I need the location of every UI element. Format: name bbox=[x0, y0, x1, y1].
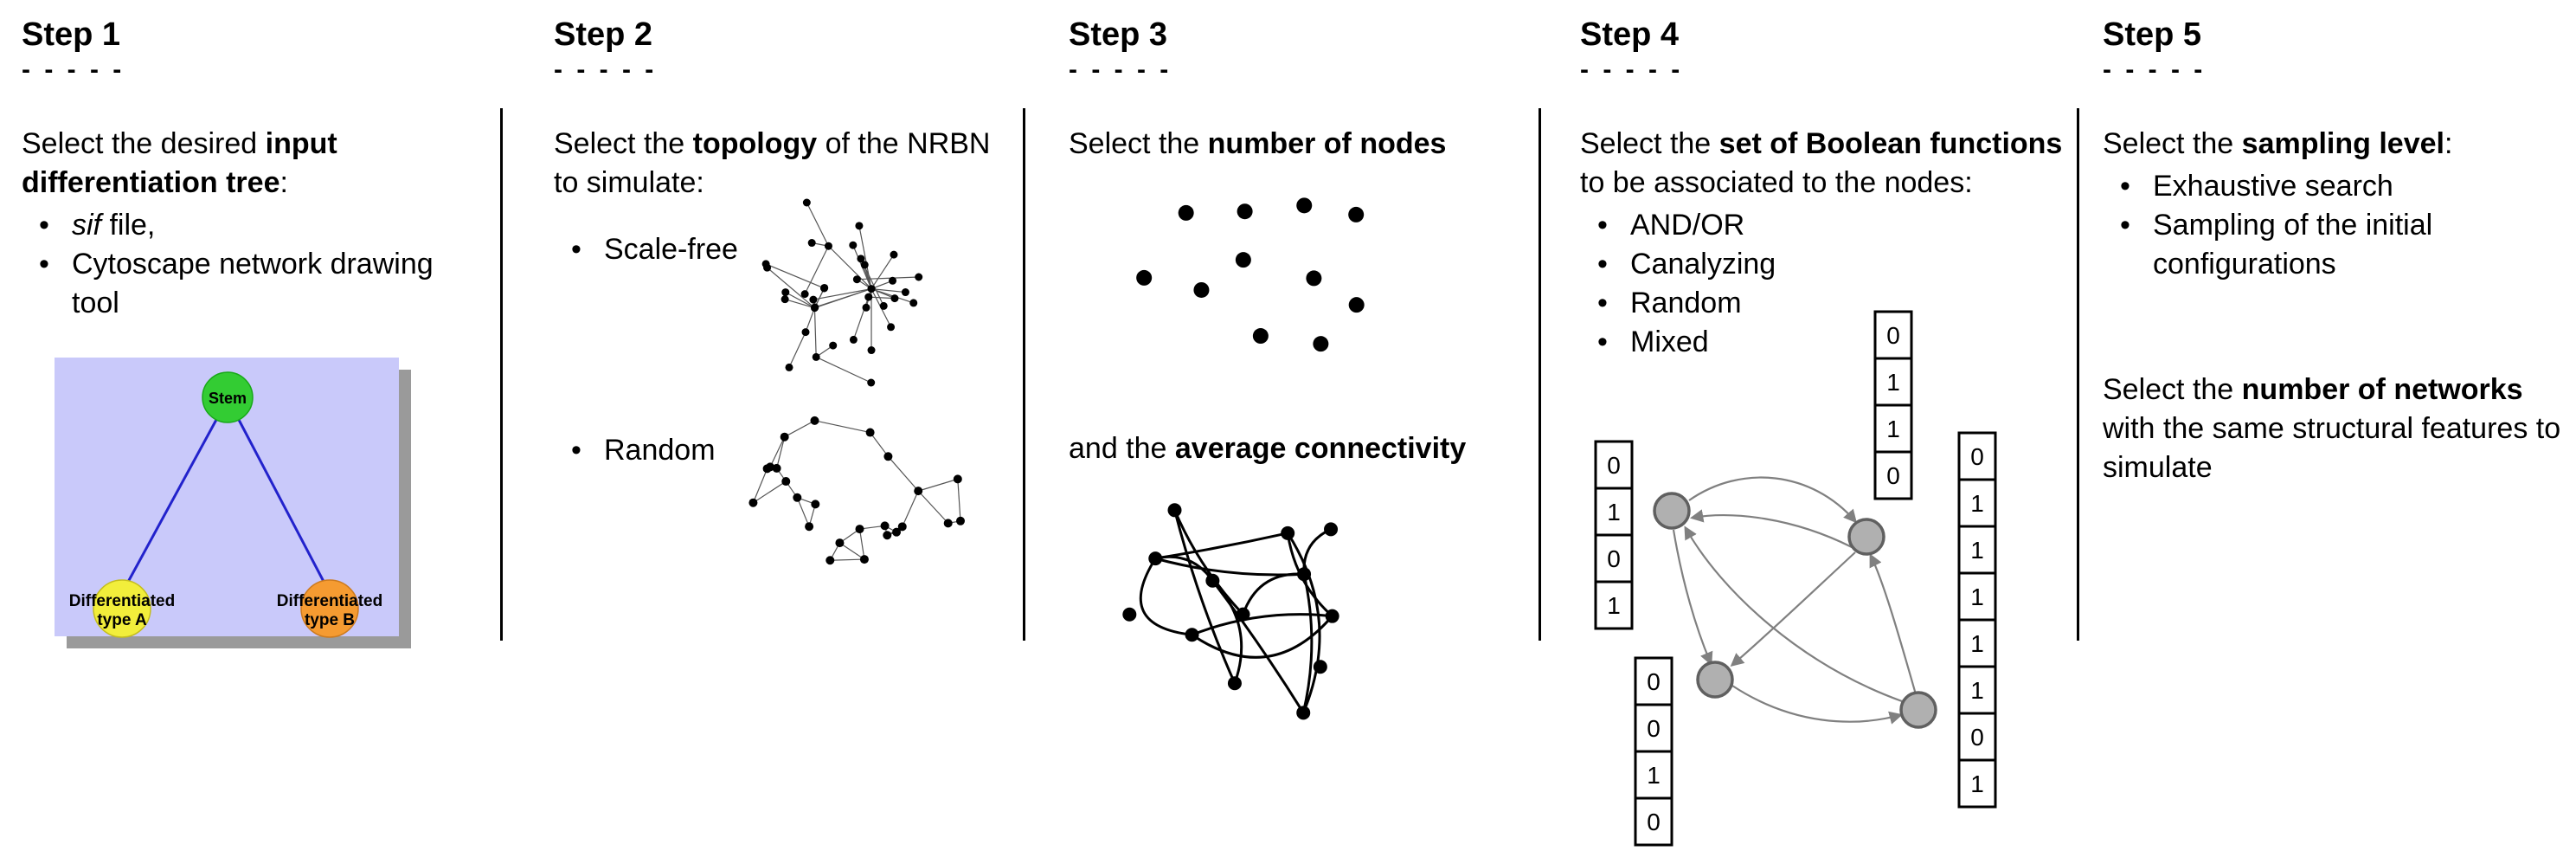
scale-free-network-figure bbox=[761, 198, 923, 387]
table-cell-value: 1 bbox=[1970, 490, 1984, 517]
edge-arrow bbox=[1730, 551, 1856, 667]
scale-free-row: Scale-free bbox=[554, 198, 1008, 388]
step3-second: and the average connectivity bbox=[1069, 432, 1467, 465]
table-cell-value: 0 bbox=[1886, 322, 1900, 349]
topology-option-scale-free: Scale-free bbox=[554, 230, 755, 269]
column-divider-4 bbox=[2077, 108, 2079, 641]
table-cell-value: 0 bbox=[1607, 452, 1621, 479]
step-column-3: Step 3 - - - - - Select the number of no… bbox=[1069, 16, 1527, 738]
edge-arrow bbox=[1731, 685, 1903, 725]
step2-dashes: - - - - - bbox=[554, 55, 658, 84]
column-divider-2 bbox=[1023, 108, 1025, 641]
table-cell-value: 0 bbox=[1607, 545, 1621, 572]
step4-intro: Select the set of Boolean functions to b… bbox=[1580, 127, 2063, 199]
edge-arrow bbox=[1869, 553, 1918, 695]
boolean-table-top: 0 1 1 0 bbox=[1873, 310, 1913, 500]
tree-edge-b bbox=[236, 417, 331, 594]
function-option-mixed: Mixed bbox=[1580, 323, 2065, 362]
step5-intro: Select the sampling level: bbox=[2103, 127, 2453, 160]
step5-bullet-list: Exhaustive search Sampling of the initia… bbox=[2103, 167, 2574, 284]
boolean-table-right: 0 1 1 1 1 1 0 1 bbox=[1957, 431, 1997, 809]
step5-header: Step 5 bbox=[2103, 16, 2202, 53]
network-nodes bbox=[1653, 492, 1937, 729]
edge-arrow bbox=[1689, 509, 1853, 548]
step5-second: Select the number of networks with the s… bbox=[2103, 373, 2561, 484]
differentiation-tree-figure: Stem Differentiated type A Differentiate… bbox=[55, 358, 411, 648]
table-cell-value: 1 bbox=[1970, 677, 1984, 704]
function-option-canalyzing: Canalyzing bbox=[1580, 245, 2065, 284]
function-option-random: Random bbox=[1580, 284, 2065, 323]
step-column-4: Step 4 - - - - - Select the set of Boole… bbox=[1580, 16, 2065, 847]
step1-dashes: - - - - - bbox=[22, 55, 125, 84]
step4-header: Step 4 bbox=[1580, 16, 1680, 53]
table-cell-value: 1 bbox=[1607, 499, 1621, 525]
type-a-label-line1: Differentiated bbox=[69, 592, 175, 610]
edge-arrow bbox=[1688, 476, 1858, 524]
type-a-node bbox=[93, 579, 151, 638]
table-cell-value: 0 bbox=[1647, 715, 1661, 742]
table-cell-value: 1 bbox=[1970, 630, 1984, 657]
network-edges bbox=[1672, 476, 1918, 725]
table-cell-value: 1 bbox=[1647, 762, 1661, 789]
connectivity-network-figure bbox=[1122, 503, 1339, 720]
edge-arrow bbox=[1672, 529, 1713, 666]
stem-label: Stem bbox=[209, 390, 247, 407]
network-node bbox=[1847, 518, 1885, 556]
table-cell-value: 0 bbox=[1970, 443, 1984, 470]
boolean-table-left: 0 1 0 1 bbox=[1594, 440, 1634, 630]
network-node bbox=[1899, 691, 1937, 729]
table-cell-value: 1 bbox=[1607, 592, 1621, 619]
bullet-sif-file: sif file, bbox=[22, 206, 480, 245]
table-cell-value: 0 bbox=[1970, 724, 1984, 751]
type-b-label-line2: type B bbox=[305, 611, 355, 629]
sampling-option-initial-configs: Sampling of the initial configurations bbox=[2103, 206, 2574, 284]
step3-intro: Select the number of nodes bbox=[1069, 127, 1447, 160]
stem-node bbox=[202, 371, 254, 423]
step5-dashes: - - - - - bbox=[2103, 55, 2207, 84]
table-cell-value: 1 bbox=[1970, 770, 1984, 797]
tree-edge-a bbox=[120, 417, 219, 594]
boolean-table-bottom: 0 0 1 0 bbox=[1634, 656, 1673, 847]
table-cell-value: 1 bbox=[1886, 416, 1900, 442]
topology-option-random: Random bbox=[554, 431, 737, 470]
bullet-cytoscape: Cytoscape network drawing tool bbox=[22, 245, 480, 323]
step-column-2: Step 2 - - - - - Select the topology of … bbox=[554, 16, 1008, 575]
step1-header: Step 1 bbox=[22, 16, 121, 53]
step2-intro: Select the topology of the NRBN to simul… bbox=[554, 127, 991, 199]
network-node bbox=[1696, 661, 1734, 699]
table-cell-value: 1 bbox=[1970, 583, 1984, 610]
table-cell-value: 0 bbox=[1647, 668, 1661, 695]
step3-header: Step 3 bbox=[1069, 16, 1168, 53]
table-cell-value: 1 bbox=[1970, 537, 1984, 564]
type-b-label-line1: Differentiated bbox=[277, 592, 382, 610]
column-divider-1 bbox=[500, 108, 503, 641]
function-option-andor: AND/OR bbox=[1580, 206, 2065, 245]
step2-header: Step 2 bbox=[554, 16, 653, 53]
column-divider-3 bbox=[1539, 108, 1541, 641]
table-cell-value: 0 bbox=[1886, 462, 1900, 489]
nodes-scatter-figure bbox=[1136, 197, 1365, 352]
table-cell-value: 0 bbox=[1647, 809, 1661, 835]
type-a-label-line2: type A bbox=[97, 611, 147, 629]
step4-bullet-list: AND/OR Canalyzing Random Mixed bbox=[1580, 206, 2065, 362]
sampling-option-exhaustive: Exhaustive search bbox=[2103, 167, 2574, 206]
random-row: Random bbox=[554, 416, 1008, 575]
type-b-node bbox=[300, 579, 359, 638]
step-column-5: Step 5 - - - - - Select the sampling lev… bbox=[2103, 16, 2574, 487]
step-column-1: Step 1 - - - - - Select the desired inpu… bbox=[22, 16, 480, 661]
network-node bbox=[1653, 492, 1691, 530]
step4-dashes: - - - - - bbox=[1580, 55, 1684, 84]
edge-arrow bbox=[1684, 525, 1903, 703]
boolean-functions-figure: 0 1 0 1 0 1 1 0 bbox=[1594, 310, 1997, 847]
step3-dashes: - - - - - bbox=[1069, 55, 1172, 84]
random-network-figure bbox=[748, 416, 966, 565]
step1-intro: Select the desired input differentiation… bbox=[22, 127, 337, 199]
table-cell-value: 1 bbox=[1886, 369, 1900, 396]
step1-bullet-list: sif file, Cytoscape network drawing tool bbox=[22, 206, 480, 323]
